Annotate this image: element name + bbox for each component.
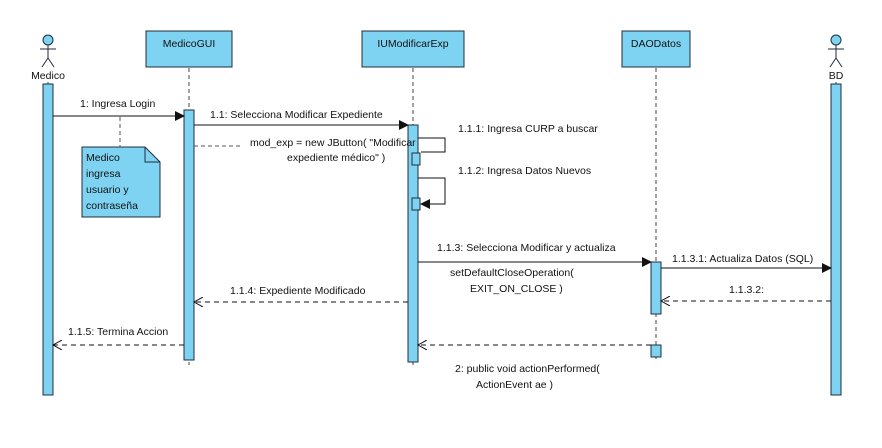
participant-daodatos-label: DAODatos — [631, 38, 681, 50]
message-1-1-2-arrow — [418, 177, 446, 209]
participant-iumodificar-box — [361, 30, 465, 68]
activation-daodatos — [650, 261, 662, 315]
activation-iumodificar — [407, 124, 419, 363]
code-note-action-line-1: 2: public void actionPerformed( — [455, 363, 600, 375]
message-1-1-3-label: 1.1.3: Selecciona Modificar y actualiza — [437, 242, 616, 254]
message-1-1-4-label: 1.1.4: Expediente Modificado — [230, 285, 366, 297]
message-1-1-5-label: 1.1.5: Termina Accion — [68, 326, 168, 338]
message-1-1-1-label: 1.1.1: Ingresa CURP a buscar — [458, 123, 598, 135]
participant-medicogui-label: MedicoGUI — [163, 38, 216, 50]
activation-daodatos-2 — [650, 344, 662, 358]
note-line-3: usuario y — [86, 184, 129, 196]
message-1-1-1-arrow — [418, 137, 446, 153]
code-note-close-line-1: setDefaultCloseOperation( — [450, 267, 574, 279]
message-1-label: 1: Ingresa Login — [80, 98, 155, 110]
activation-medico — [42, 83, 54, 396]
code-note-action-line-2: ActionEvent ae ) — [476, 379, 553, 391]
message-1-1-3-2-label: 1.1.3.2: — [729, 284, 764, 296]
code-note-jbutton-line-2: expediente médico" ) — [287, 152, 385, 164]
activation-iumodificar-self2 — [411, 197, 421, 211]
message-1-1-3-1-label: 1.1.3.1: Actualiza Datos (SQL) — [672, 253, 813, 265]
actor-bd-label: BD — [829, 70, 844, 82]
actor-medico-label: Medico — [31, 70, 65, 82]
message-1-1-2-label: 1.1.2: Ingresa Datos Nuevos — [458, 165, 591, 177]
participant-iumodificar-label: IUModificarExp — [377, 38, 448, 50]
actor-bd-icon — [828, 34, 844, 68]
code-note-jbutton-line-1: mod_exp = new JButton( "Modificar — [250, 137, 416, 149]
actor-medico-icon — [40, 34, 56, 68]
note-line-4: contraseña — [86, 200, 138, 212]
note-line-1: Medico — [86, 152, 120, 164]
activation-medicogui — [183, 109, 195, 361]
note-medico-login — [81, 146, 161, 218]
note-line-2: ingresa — [86, 168, 121, 180]
activation-iumodificar-self1 — [411, 152, 421, 166]
activation-bd — [830, 83, 842, 396]
message-1-1-label: 1.1: Selecciona Modificar Expediente — [210, 109, 383, 121]
participant-medicogui-box — [145, 30, 233, 68]
code-note-close-line-2: EXIT_ON_CLOSE ) — [470, 283, 563, 295]
participant-daodatos-box — [621, 30, 691, 68]
